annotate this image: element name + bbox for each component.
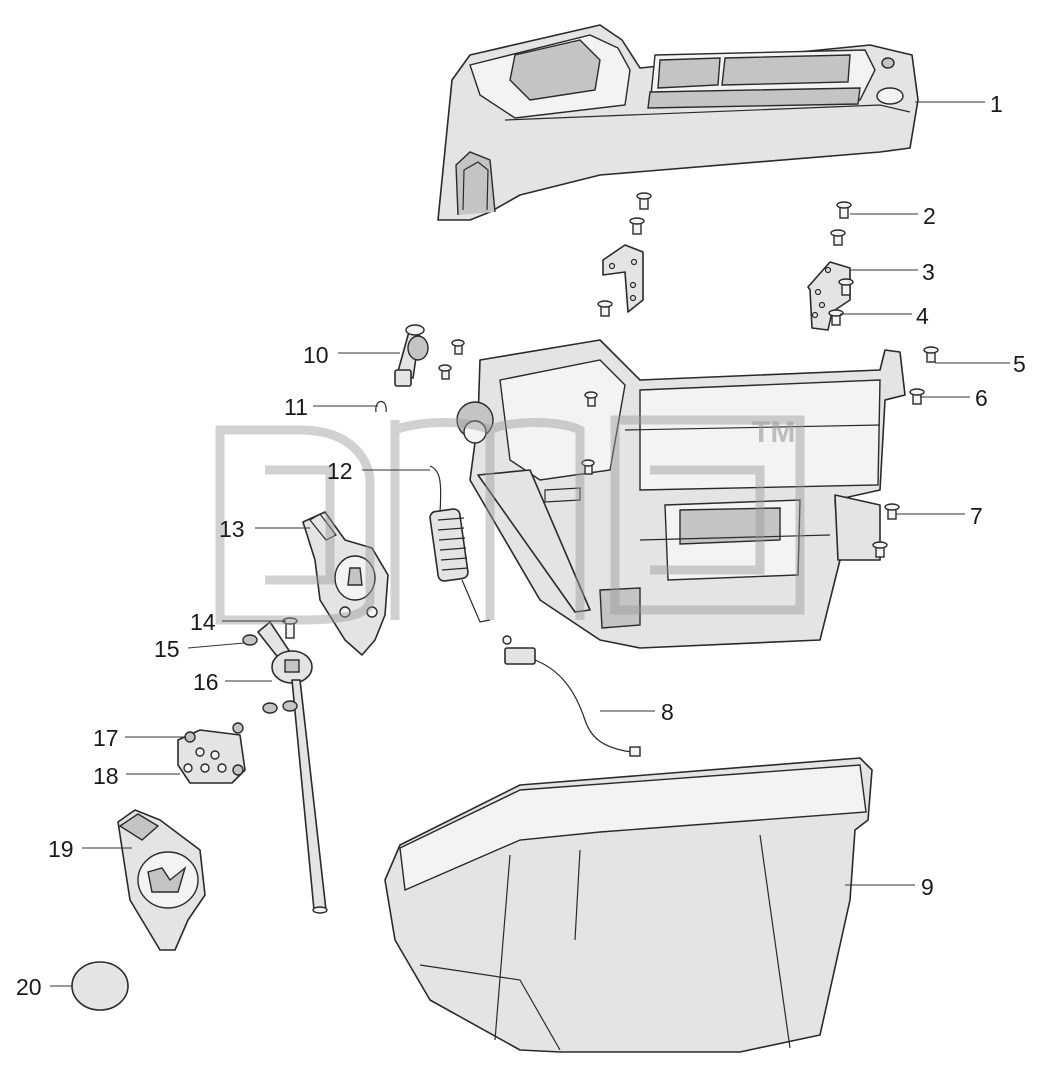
- part-12-spring: [429, 465, 491, 623]
- part-13-cam-plate: [302, 511, 389, 656]
- part-7-screws: [872, 503, 900, 558]
- small-screws: [438, 339, 598, 475]
- part-8-switch-cable: [502, 635, 641, 757]
- part-14-screw: [282, 617, 298, 639]
- callout-11: 11: [284, 394, 308, 420]
- part-17-fasteners: [184, 722, 244, 776]
- part-10-pin: [394, 324, 429, 387]
- part-11-clip: [375, 400, 387, 413]
- part-19-knob: [117, 809, 206, 951]
- part-18-plate: [177, 729, 246, 784]
- part-4-screws: [597, 278, 854, 326]
- part-20-cap: [71, 961, 129, 1011]
- callout-14: 14: [190, 609, 216, 635]
- callout-15: 15: [154, 636, 180, 662]
- callout-4: 4: [916, 303, 929, 329]
- callout-6: 6: [975, 385, 988, 411]
- part-2-screws: [629, 192, 852, 246]
- callout-7: 7: [970, 503, 983, 529]
- callout-2: 2: [923, 203, 936, 229]
- housing-frame: [456, 339, 906, 649]
- callout-labels: 1 2 3 4 5 6 7 8 9 10 11 12 13 14 15 16 1…: [16, 91, 1026, 1000]
- callout-17: 17: [93, 725, 119, 751]
- part-1-armrest-cover: [437, 24, 919, 221]
- callout-1: 1: [990, 91, 1003, 117]
- callout-18: 18: [93, 763, 119, 789]
- part-6-screw: [909, 388, 925, 405]
- callout-9: 9: [921, 874, 934, 900]
- part-15-nut: [242, 634, 258, 646]
- watermark-tm: TM: [752, 416, 795, 449]
- callout-10: 10: [303, 342, 329, 368]
- part-5-screw: [923, 346, 939, 363]
- watermark-logo: TM: [215, 415, 805, 625]
- callout-13: 13: [219, 516, 245, 542]
- part-3-brackets: [602, 244, 851, 331]
- callout-19: 19: [48, 836, 74, 862]
- callout-8: 8: [661, 699, 674, 725]
- part-16-lever-shaft: [257, 621, 328, 914]
- callout-5: 5: [1013, 351, 1026, 377]
- leader-lines: [50, 101, 1010, 987]
- callout-12: 12: [327, 458, 353, 484]
- callout-20: 20: [16, 974, 42, 1000]
- part-9-base-cover: [384, 757, 873, 1053]
- callout-3: 3: [922, 259, 935, 285]
- callout-16: 16: [193, 669, 219, 695]
